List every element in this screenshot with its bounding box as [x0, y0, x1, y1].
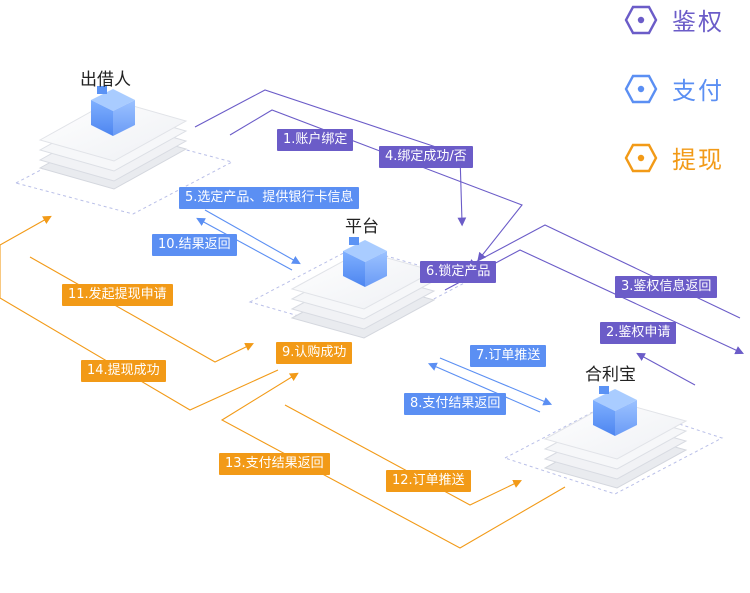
hexagon-icon	[624, 143, 658, 172]
step-10-tag: 10.结果返回	[152, 234, 237, 256]
line-step-13	[220, 372, 566, 549]
legend-pay-label: 支付	[672, 77, 724, 105]
hexagon-icon	[624, 5, 658, 34]
hlb-node	[503, 386, 724, 495]
legend-withdraw: 提现	[624, 140, 724, 175]
step-13-tag: 13.支付结果返回	[219, 453, 330, 475]
line-step-5	[204, 209, 301, 265]
legend-auth-label: 鉴权	[672, 8, 724, 36]
legend-withdraw-label: 提现	[672, 146, 724, 174]
line-step-8	[427, 362, 541, 413]
step-4-tag: 4.绑定成功/否	[379, 146, 473, 168]
platform-label: 平台	[345, 217, 379, 237]
step-9-tag: 9.认购成功	[276, 342, 353, 364]
line-step-2	[636, 352, 696, 386]
legend-auth: 鉴权	[624, 2, 724, 37]
step-12-tag: 12.订单推送	[386, 470, 471, 492]
line-step-10	[196, 217, 293, 271]
hlb-cube	[593, 386, 637, 436]
line-step-1	[194, 89, 467, 227]
step-2-tag: 2.鉴权申请	[600, 322, 677, 344]
lender-label: 出借人	[80, 70, 131, 90]
step-5-tag: 5.选定产品、提供银行卡信息	[179, 187, 360, 209]
line-step-11	[29, 256, 254, 363]
line-step-3	[466, 224, 741, 319]
step-6-tag: 6.锁定产品	[420, 261, 497, 283]
step-3-tag: 3.鉴权信息返回	[615, 276, 718, 298]
step-11-tag: 11.发起提现申请	[62, 284, 173, 306]
line-step-12	[284, 404, 522, 506]
line-step-7	[439, 357, 553, 406]
legend-pay: 支付	[624, 71, 724, 106]
step-7-tag: 7.订单推送	[470, 345, 547, 367]
platform-cube	[343, 237, 387, 287]
lender-node	[14, 86, 234, 215]
hlb-label: 合利宝	[585, 365, 636, 385]
platform-node	[248, 237, 472, 339]
lender-cube	[91, 86, 135, 136]
step-14-tag: 14.提现成功	[81, 360, 166, 382]
step-1-tag: 1.账户绑定	[277, 129, 354, 151]
hexagon-icon	[624, 74, 658, 103]
step-8-tag: 8.支付结果返回	[404, 393, 507, 415]
line-step-14	[0, 215, 279, 411]
